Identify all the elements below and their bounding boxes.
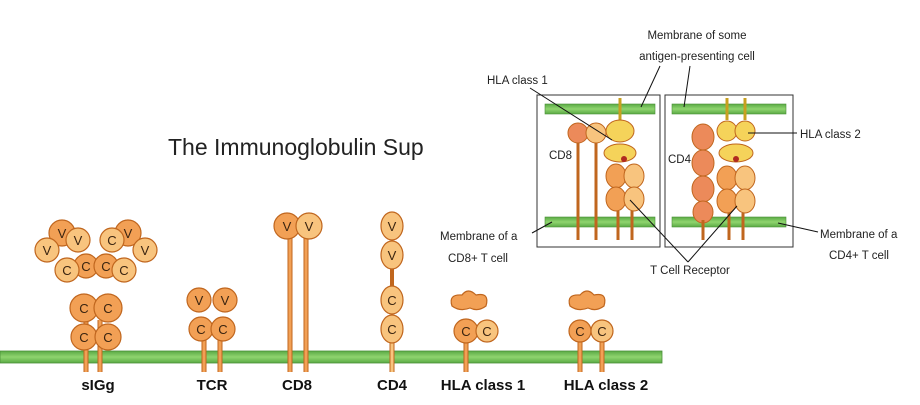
hla-class-2-label: HLA class 2 bbox=[800, 129, 861, 141]
tcr-domain-v bbox=[212, 287, 238, 313]
domain-letter-v: V bbox=[74, 233, 83, 248]
hla2-domain-c bbox=[590, 319, 614, 343]
domain-letter-c: C bbox=[387, 293, 396, 308]
sigg-domain-v bbox=[132, 237, 158, 263]
domain-letter-c: C bbox=[461, 324, 470, 339]
inset-tcr-domain bbox=[605, 163, 627, 189]
label-cd4: CD4 bbox=[377, 377, 408, 394]
sigg-domain-c bbox=[94, 323, 122, 351]
hla1-molecule: C C bbox=[450, 290, 499, 372]
domain-letter-c: C bbox=[62, 263, 71, 278]
sigg-domain-v bbox=[99, 227, 125, 253]
inset-cd4-domain bbox=[692, 200, 714, 224]
inset-hla1-groove bbox=[603, 143, 637, 163]
hla1-peptide-groove bbox=[450, 290, 488, 311]
domain-letter-c: C bbox=[119, 263, 128, 278]
domain-letter-v: V bbox=[58, 226, 67, 241]
inset-leader-lines bbox=[529, 65, 819, 263]
tcr-domain-c bbox=[210, 316, 236, 342]
label-sigg: sIGg bbox=[81, 377, 114, 394]
domain-letter-c: C bbox=[218, 322, 227, 337]
cd8-domain-v bbox=[295, 212, 323, 240]
hla2-peptide-groove bbox=[568, 290, 606, 311]
label-tcr: TCR bbox=[197, 377, 228, 394]
inset-hla1-domain bbox=[605, 119, 635, 143]
domain-letter-v: V bbox=[195, 293, 204, 308]
cd4-molecule: V V C C bbox=[380, 211, 404, 372]
cd8-t-cell-membrane bbox=[544, 216, 656, 228]
domain-letter-c: C bbox=[81, 259, 90, 274]
hla-class-1-label: HLA class 1 bbox=[487, 75, 548, 87]
label-hla2: HLA class 2 bbox=[564, 377, 649, 394]
sigg-domain-v bbox=[34, 237, 60, 263]
label-hla1: HLA class 1 bbox=[441, 377, 526, 394]
apc-membrane-right bbox=[671, 103, 787, 115]
domain-letter-v: V bbox=[283, 219, 292, 234]
inset-tcr-domain bbox=[716, 165, 738, 191]
domain-letter-c: C bbox=[103, 330, 112, 345]
domain-letter-c: C bbox=[107, 233, 116, 248]
domain-letter-v: V bbox=[388, 219, 397, 234]
domain-letter-c: C bbox=[575, 324, 584, 339]
cd8-membrane-label-line1: Membrane of a bbox=[440, 231, 518, 243]
domain-letter-v: V bbox=[124, 226, 133, 241]
tcr-inset-label: T Cell Receptor bbox=[650, 265, 730, 277]
inset-peptide bbox=[733, 156, 739, 162]
cd4-membrane-label-line1: Membrane of a bbox=[820, 229, 898, 241]
domain-letter-c: C bbox=[387, 322, 396, 337]
inset-tcr-domain bbox=[734, 165, 756, 191]
domain-letter-c: C bbox=[101, 259, 110, 274]
inset-cd4-domain bbox=[691, 149, 715, 177]
inset-tcr-domain bbox=[623, 163, 645, 189]
cd4-domain-c bbox=[380, 314, 404, 344]
inset-tcr-domain bbox=[605, 186, 627, 212]
tcr-molecule: V V C C bbox=[186, 287, 238, 372]
inset-hla2-domain bbox=[716, 120, 738, 142]
label-cd8: CD8 bbox=[282, 377, 312, 394]
inset-peptide bbox=[621, 156, 627, 162]
domain-letter-v: V bbox=[43, 243, 52, 258]
domain-letter-c: C bbox=[79, 301, 88, 316]
apc-membrane-label-line1: Membrane of some bbox=[647, 30, 746, 42]
hla1-domain-c bbox=[475, 319, 499, 343]
domain-letter-v: V bbox=[388, 248, 397, 263]
sigg-domain-v bbox=[65, 227, 91, 253]
cd8-molecule: V V bbox=[273, 212, 323, 372]
sigg-domain-c bbox=[111, 257, 137, 283]
inset-diagram: Membrane of some antigen-presenting cell… bbox=[440, 30, 898, 277]
page-title: The Immunoglobulin Sup bbox=[168, 134, 424, 160]
domain-letter-c: C bbox=[597, 324, 606, 339]
sigg-domain-c bbox=[54, 257, 80, 283]
inset-tcr-domain bbox=[734, 188, 756, 214]
apc-membrane-left bbox=[544, 103, 656, 115]
apc-membrane-label-line2: antigen-presenting cell bbox=[639, 51, 755, 63]
domain-letter-c: C bbox=[196, 322, 205, 337]
domain-letter-c: C bbox=[103, 301, 112, 316]
inset-hla2-domain bbox=[734, 120, 756, 142]
sigg-domain-c bbox=[93, 293, 123, 323]
cd8-membrane-label-line2: CD8+ T cell bbox=[448, 253, 508, 265]
cd4-membrane-label-line2: CD4+ T cell bbox=[829, 250, 889, 262]
domain-letter-v: V bbox=[141, 243, 150, 258]
domain-letter-v: V bbox=[305, 219, 314, 234]
sigg-molecule: V V V C C V C V C C C C C C bbox=[34, 219, 158, 372]
domain-letter-v: V bbox=[221, 293, 230, 308]
domain-letter-c: C bbox=[79, 330, 88, 345]
inset-tcr-domain bbox=[623, 186, 645, 212]
inset-cd4-label: CD4 bbox=[668, 154, 692, 166]
domain-letter-c: C bbox=[482, 324, 491, 339]
inset-cd4-domain bbox=[691, 123, 715, 151]
main-membrane bbox=[0, 350, 663, 364]
inset-cd8-domain bbox=[567, 122, 589, 144]
tcr-domain-v bbox=[186, 287, 212, 313]
hla2-molecule: C C bbox=[568, 290, 614, 372]
cd4-domain-v bbox=[380, 211, 404, 241]
inset-cd8-label: CD8 bbox=[549, 150, 572, 162]
inset-cd4-domain bbox=[691, 175, 715, 203]
